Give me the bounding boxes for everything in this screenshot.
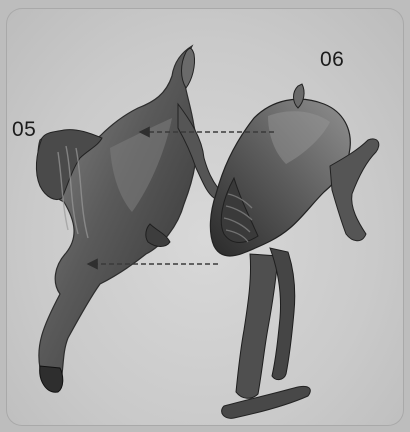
left-horse-model-half	[36, 46, 220, 392]
part-label-06: 06	[320, 48, 344, 72]
part-label-05: 05	[12, 118, 36, 142]
left-body-shape	[38, 46, 196, 387]
right-standing-leg	[236, 254, 278, 398]
right-ground-base	[222, 386, 311, 418]
right-horse-model-half	[210, 84, 378, 418]
left-hoof	[40, 366, 63, 392]
